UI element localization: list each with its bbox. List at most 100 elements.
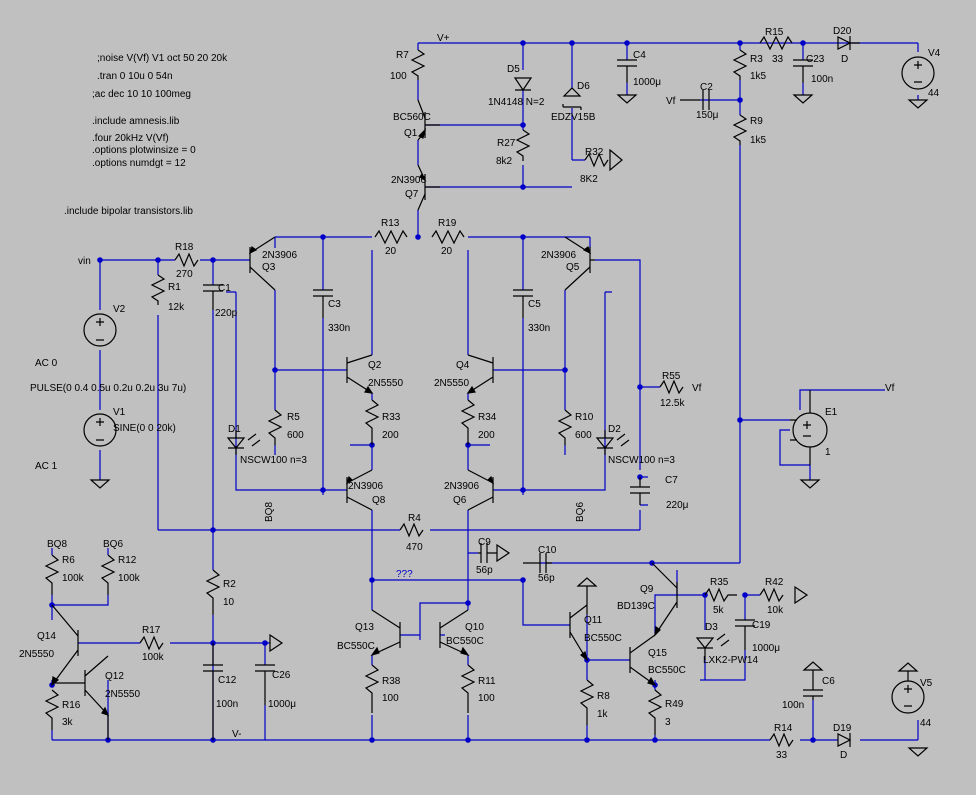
capacitor-c6[interactable] xyxy=(803,680,823,700)
diodes[interactable] xyxy=(226,36,860,747)
part-name: R5 xyxy=(287,412,300,423)
diode-d1[interactable] xyxy=(226,430,246,455)
transistor-q10[interactable] xyxy=(439,609,470,657)
resistor-r10[interactable] xyxy=(557,409,573,445)
capacitor-c3[interactable] xyxy=(313,289,333,318)
diode-d19[interactable] xyxy=(837,733,852,747)
resistor-r9[interactable] xyxy=(732,114,748,145)
transistor-q11[interactable] xyxy=(569,604,589,662)
part-value: D xyxy=(840,750,847,761)
ground-symbol xyxy=(907,99,929,109)
capacitor-c26[interactable] xyxy=(255,664,275,705)
resistor-r27[interactable] xyxy=(515,129,531,161)
resistors[interactable] xyxy=(44,35,794,748)
transistor-q7[interactable] xyxy=(417,164,440,211)
resistor-r3[interactable] xyxy=(732,49,748,80)
part-name: R19 xyxy=(438,218,457,229)
transistor-q13[interactable] xyxy=(370,609,401,657)
capacitor-c7[interactable] xyxy=(630,477,650,505)
transistor-q12[interactable] xyxy=(52,655,110,740)
directive: .include amnesis.lib xyxy=(92,116,180,127)
diode-d6[interactable] xyxy=(562,87,582,110)
capacitor-c23[interactable] xyxy=(793,59,813,83)
capacitor-c4[interactable] xyxy=(617,59,637,83)
resistor-r34[interactable] xyxy=(460,399,476,445)
part-value: 200 xyxy=(478,430,495,441)
resistor-r2[interactable] xyxy=(205,569,221,615)
resistor-r5[interactable] xyxy=(267,409,283,445)
v2-ac-label: AC 0 xyxy=(35,358,58,369)
resistor-r1[interactable] xyxy=(150,274,166,305)
diode-d2[interactable] xyxy=(595,430,615,455)
transistor-q2[interactable] xyxy=(346,354,374,394)
capacitor-c10[interactable] xyxy=(523,553,552,573)
transistor-q14[interactable] xyxy=(51,604,79,687)
transistor-q9[interactable] xyxy=(651,562,678,637)
transistor-q15[interactable] xyxy=(629,634,657,686)
part-name: Q10 xyxy=(465,622,484,633)
part-value: 2N5550 xyxy=(434,378,469,389)
transistor-q5[interactable] xyxy=(564,236,595,291)
transistor-q6[interactable] xyxy=(467,469,495,511)
diode-d20[interactable] xyxy=(837,36,860,50)
resistor-r13[interactable] xyxy=(374,229,408,245)
part-value: 2N5550 xyxy=(105,689,140,700)
resistor-r12[interactable] xyxy=(100,554,116,595)
part-name: R55 xyxy=(662,371,681,382)
part-name: D6 xyxy=(577,81,590,92)
vcvs-e1[interactable] xyxy=(790,390,828,465)
grounds xyxy=(89,94,929,757)
part-name: R16 xyxy=(62,700,81,711)
diode-d3[interactable] xyxy=(695,637,715,660)
resistor-r19[interactable] xyxy=(431,229,465,245)
part-value: 470 xyxy=(406,542,423,553)
capacitor-c5[interactable] xyxy=(513,289,533,318)
capacitor-c1[interactable] xyxy=(203,284,223,310)
ground-symbol xyxy=(616,94,638,104)
capacitors[interactable] xyxy=(203,59,823,740)
voltage-source-v2[interactable] xyxy=(83,313,117,347)
resistor-r14[interactable] xyxy=(769,732,794,748)
resistor-r55[interactable] xyxy=(659,379,684,395)
resistor-r6[interactable] xyxy=(44,554,60,595)
transistor-q4[interactable] xyxy=(466,354,494,394)
resistor-r17[interactable] xyxy=(139,635,164,651)
sources[interactable] xyxy=(83,56,935,714)
capacitor-c2[interactable] xyxy=(680,90,710,110)
capacitor-c9[interactable] xyxy=(478,543,497,563)
resistor-r8[interactable] xyxy=(579,679,595,725)
directive: .options plotwinsize = 0 xyxy=(92,145,196,156)
resistor-r7[interactable] xyxy=(410,49,426,80)
part-name: R2 xyxy=(223,579,236,590)
resistor-r11[interactable] xyxy=(460,664,476,713)
resistor-r16[interactable] xyxy=(44,689,60,730)
capacitor-c19[interactable] xyxy=(735,619,755,650)
ground-flag xyxy=(609,148,623,172)
voltage-source-v5[interactable] xyxy=(891,671,925,714)
transistor-q3[interactable] xyxy=(248,236,276,291)
part-value: NSCW100 n=3 xyxy=(240,455,307,466)
resistor-r32[interactable] xyxy=(584,152,609,168)
resistor-r33[interactable] xyxy=(364,399,380,445)
resistor-r35[interactable] xyxy=(704,587,737,603)
resistor-r4[interactable] xyxy=(399,522,424,538)
part-value: 2N5550 xyxy=(368,378,403,389)
net-vin: vin xyxy=(78,256,91,267)
resistor-r18[interactable] xyxy=(174,252,199,268)
transistor-q8[interactable] xyxy=(345,469,373,511)
transistors[interactable] xyxy=(51,99,678,740)
transistor-q1[interactable] xyxy=(417,99,440,141)
part-name: R42 xyxy=(765,577,784,588)
resistor-r42[interactable] xyxy=(759,587,784,603)
voltage-source-v4[interactable] xyxy=(901,56,935,90)
net-bq8-vertical: BQ8 xyxy=(264,502,275,522)
diode-d5[interactable] xyxy=(513,77,533,92)
part-name: R18 xyxy=(175,242,194,253)
voltage-source-v1[interactable] xyxy=(83,413,117,447)
resistor-r15[interactable] xyxy=(759,35,793,51)
resistor-r38[interactable] xyxy=(364,664,380,713)
capacitor-c12[interactable] xyxy=(203,643,223,740)
resistor-r49[interactable] xyxy=(647,689,663,735)
part-name: C1 xyxy=(218,283,231,294)
